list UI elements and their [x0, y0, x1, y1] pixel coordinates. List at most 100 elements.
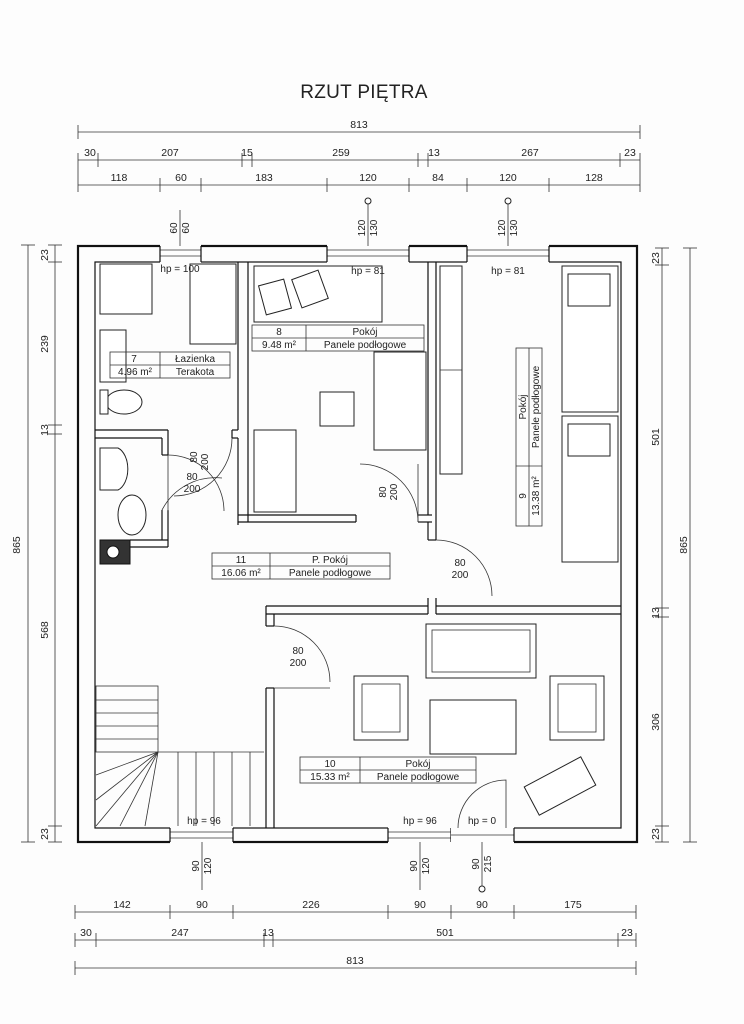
desk-room8 — [373, 351, 427, 451]
doors — [161, 437, 493, 689]
bathtub — [189, 263, 237, 345]
left-dimensions — [21, 244, 62, 843]
room-11-number: 11 — [236, 555, 247, 566]
dim-top3-f: 120 — [499, 172, 517, 184]
staircase — [95, 685, 264, 827]
door-room9-w: 80 — [454, 558, 466, 569]
hp-bottom-left: hp = 96 — [187, 816, 221, 827]
door-room10-w: 80 — [292, 646, 304, 657]
dim-bot2-e: 23 — [621, 927, 633, 939]
dim-top3-b: 60 — [175, 172, 187, 184]
room-10-label: 10 Pokój 15.33 m² Panele podłogowe — [299, 756, 477, 784]
dim-top3-c: 183 — [255, 172, 273, 184]
desk-room10 — [523, 756, 597, 816]
door-wc-h: 200 — [184, 484, 201, 495]
room-7-floor: Terakota — [176, 367, 215, 378]
win-bot-left-a: 90 — [191, 860, 202, 872]
room-9-label: 9 Pokój 13.38 m² Panele podłogowe — [515, 347, 543, 527]
door-bath-h: 200 — [200, 453, 211, 470]
win-top-right-b: 130 — [509, 219, 520, 236]
dim-right-e: 23 — [650, 828, 662, 840]
dim-top2-g: 23 — [624, 147, 636, 159]
dim-left-a: 23 — [39, 249, 51, 261]
dim-right-total: 865 — [678, 536, 690, 554]
win-bot-left-b: 120 — [203, 857, 214, 874]
armchair-right — [549, 675, 605, 741]
armchair-left — [353, 675, 409, 741]
room-10-floor: Panele podłogowe — [377, 772, 460, 783]
dim-left-c: 13 — [39, 424, 51, 436]
room-11-name: P. Pokój — [312, 555, 348, 566]
sofa-room10 — [425, 623, 537, 679]
toilet-wc — [117, 494, 147, 536]
room-8-label: 8 Pokój 9.48 m² Panele podłogowe — [251, 324, 425, 352]
room-11-floor: Panele podłogowe — [289, 568, 372, 579]
toilet-bath — [105, 389, 143, 415]
win-top-right-a: 120 — [497, 219, 508, 236]
dim-bot2-a: 30 — [80, 927, 92, 939]
right-dimensions — [655, 247, 697, 843]
bottom-dimension-texts: 142 90 226 90 90 175 30 247 13 501 23 81… — [80, 899, 633, 967]
dim-bot2-d: 501 — [436, 927, 454, 939]
room9-furniture — [439, 265, 619, 563]
top-dimension-texts: 813 30 207 15 259 13 267 23 118 60 183 1… — [84, 119, 636, 184]
hp-bottom-mid: hp = 96 — [403, 816, 437, 827]
sill-heights: hp = 100 hp = 81 hp = 81 hp = 96 hp = 96… — [160, 264, 525, 827]
dim-bot1-d: 90 — [414, 899, 426, 911]
win-top-mid-b: 130 — [369, 219, 380, 236]
dim-top2-e: 13 — [428, 147, 440, 159]
wc-sink — [99, 447, 129, 491]
bottom-dimensions — [74, 905, 637, 975]
room-8-floor: Panele podłogowe — [324, 340, 407, 351]
room-10-area: 15.33 m² — [310, 772, 350, 783]
room-10-number: 10 — [324, 759, 336, 770]
dim-bot1-a: 142 — [113, 899, 131, 911]
room-9-floor: Panele podłogowe — [531, 365, 542, 448]
washbasin — [99, 329, 127, 383]
room-9-number: 9 — [518, 493, 529, 499]
win-top-mid-a: 120 — [357, 219, 368, 236]
door-wc-w: 80 — [186, 472, 198, 483]
top-dimensions — [77, 125, 641, 192]
win-bot-right-a: 90 — [471, 858, 482, 870]
door-room10-h: 200 — [290, 658, 307, 669]
room-9-area: 13.38 m² — [531, 476, 542, 516]
dim-right-c: 13 — [650, 607, 662, 619]
room-11-label: 11 P. Pokój 16.06 m² Panele podłogowe — [211, 552, 391, 580]
shower-tray — [99, 263, 153, 315]
dim-top2-f: 267 — [521, 147, 539, 159]
room-9-name: Pokój — [518, 394, 529, 419]
room10-furniture — [353, 623, 605, 816]
door-sizes: 80 200 80 200 80 200 80 200 80 200 — [184, 451, 469, 669]
win-bot-mid-b: 120 — [421, 857, 432, 874]
door-room8-h: 200 — [389, 483, 400, 500]
win-top-left-b: 60 — [181, 222, 192, 234]
hp-bottom-right: hp = 0 — [468, 816, 497, 827]
dim-bottom-total: 813 — [346, 955, 364, 967]
dim-right-a: 23 — [650, 252, 662, 264]
plan-title: RZUT PIĘTRA — [300, 82, 428, 103]
door-room8-w: 80 — [378, 486, 389, 498]
dim-top3-d: 120 — [359, 172, 377, 184]
room-7-area: 4.96 m² — [118, 367, 153, 378]
left-dimension-texts: 865 23 239 13 568 23 — [11, 249, 51, 840]
coffee-table — [429, 699, 517, 755]
window-markers: 60 60 120 130 120 130 90 120 90 120 90 2… — [169, 197, 520, 893]
bathroom-fixtures — [99, 263, 237, 565]
interior-walls — [95, 262, 621, 828]
dim-bot1-b: 90 — [196, 899, 208, 911]
hp-bath: hp = 100 — [160, 264, 200, 275]
room-11-area: 16.06 m² — [221, 568, 261, 579]
dim-top2-c: 15 — [241, 147, 253, 159]
right-dimension-texts: 23 501 13 306 23 865 — [650, 252, 690, 840]
wardrobe-room8 — [253, 429, 297, 513]
dim-top3-a: 118 — [111, 172, 128, 184]
dim-left-total: 865 — [11, 536, 23, 554]
dim-bot1-f: 175 — [564, 899, 582, 911]
room-8-number: 8 — [276, 327, 282, 338]
room-8-area: 9.48 m² — [262, 340, 297, 351]
dim-left-b: 239 — [39, 335, 51, 353]
dim-top2-b: 207 — [161, 147, 179, 159]
